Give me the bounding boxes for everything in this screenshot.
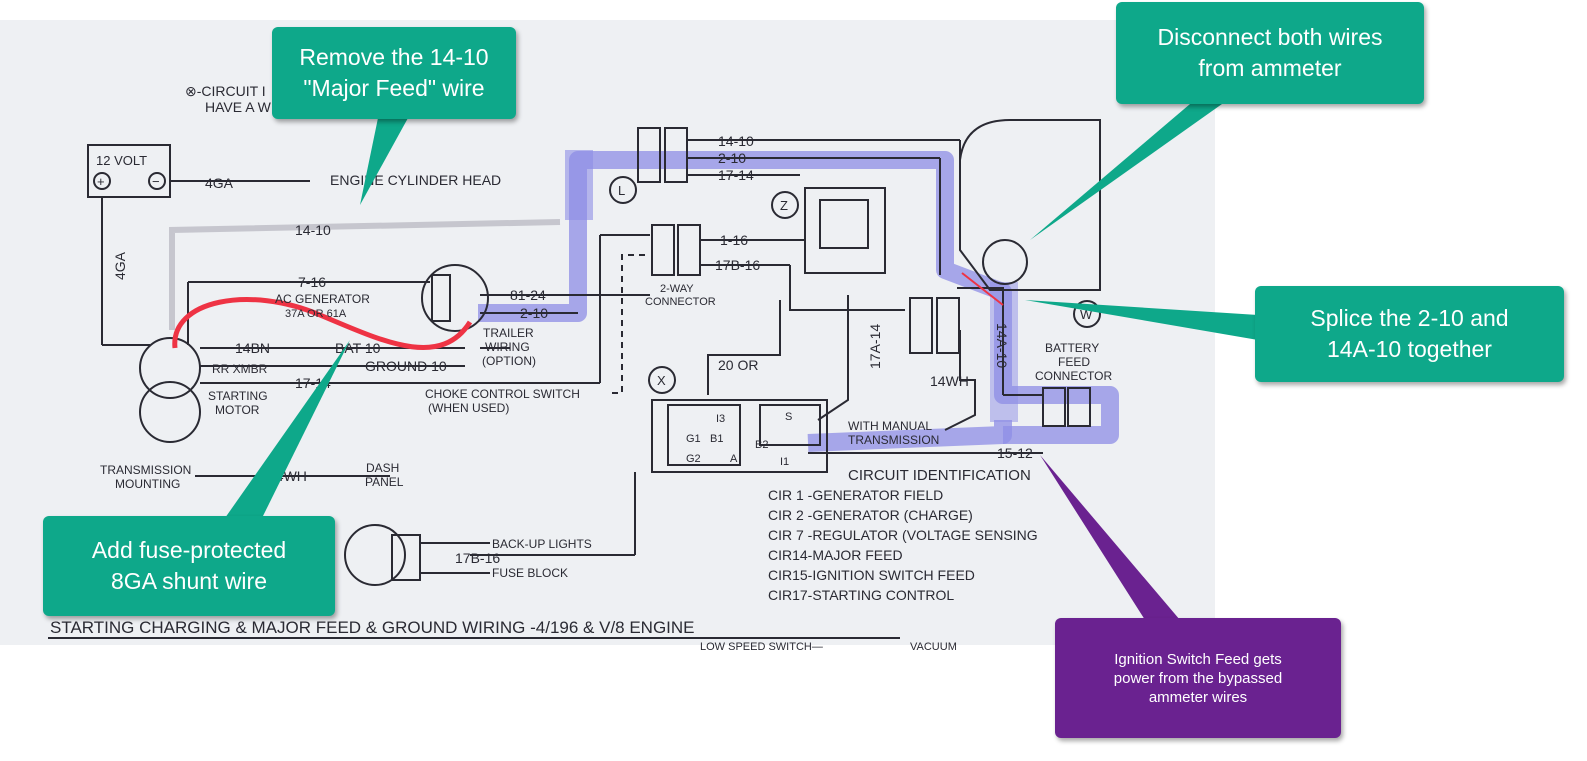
ac-generator-label-2: 37A OR 61A xyxy=(285,308,347,320)
battery-feed-label-1: BATTERY xyxy=(1045,341,1099,355)
wire-4ga-top: 4GA xyxy=(205,175,234,191)
relay-z xyxy=(804,187,886,274)
bottom-text: LOW SPEED SWITCH— xyxy=(700,641,823,653)
regulator-g1: G1 xyxy=(686,433,701,445)
splice-mark xyxy=(961,272,1004,306)
wire-20-or: 20 OR xyxy=(718,357,758,373)
pointer-splice xyxy=(1025,300,1258,340)
battery-label: 12 VOLT xyxy=(96,153,147,168)
wire-7-16: 7-16 xyxy=(298,274,326,290)
wire-ground: GROUND 10 xyxy=(365,358,447,374)
pointer-disconnect xyxy=(1030,104,1222,240)
ammeter xyxy=(982,239,1028,285)
ac-generator xyxy=(421,264,489,332)
circuit-ident-item: CIR14-MAJOR FEED xyxy=(768,547,903,563)
trailer-label-2: WIRING xyxy=(485,340,530,354)
transmission-label-2: MOUNTING xyxy=(115,477,180,491)
bottom-text-2: VACUUM xyxy=(910,641,957,653)
backup-switch xyxy=(344,524,406,586)
pointer-add-fuse xyxy=(225,340,350,518)
wire-17-14-top: 17-14 xyxy=(718,167,754,183)
wire-bat: BAT 10 xyxy=(335,340,381,356)
top-note-1: ⊗-CIRCUIT I xyxy=(185,83,266,99)
circuit-ident-item: CIR17-STARTING CONTROL xyxy=(768,587,954,603)
regulator-b1-left: B1 xyxy=(710,433,723,445)
battery-feed-label-2: FEED xyxy=(1058,355,1090,369)
callout-remove-wire: Remove the 14-10 "Major Feed" wire xyxy=(272,27,516,119)
callout-pointers xyxy=(225,104,1258,620)
circle-x-label: X xyxy=(657,373,666,388)
regulator-g2: G2 xyxy=(686,453,701,465)
callout-splice: Splice the 2-10 and 14A-10 together xyxy=(1255,286,1564,382)
wire-14-10-top: 14-10 xyxy=(718,133,754,149)
trailer-label-1: TRAILER xyxy=(483,326,534,340)
dash-panel-label-1: DASH xyxy=(366,461,399,475)
shunt-wire xyxy=(172,297,473,350)
regulator-i3: I3 xyxy=(716,413,725,425)
starting-motor-label-1: STARTING xyxy=(208,389,268,403)
top-note-2: HAVE A W xyxy=(205,99,272,115)
two-way-label-1: 2-WAY xyxy=(660,283,694,295)
circle-l-label: L xyxy=(618,183,625,198)
battery-box xyxy=(87,144,171,198)
circle-z-label: Z xyxy=(780,198,788,213)
wire-14wh-b: 14WH xyxy=(930,373,969,389)
wire-14-10-blurred: 14-10 xyxy=(295,222,331,238)
starting-motor xyxy=(139,337,201,399)
manual-trans-label-1: WITH MANUAL xyxy=(848,419,932,433)
battery-plus: + xyxy=(97,174,105,189)
wire-rr-xmbr: RR XMBR xyxy=(212,362,268,376)
ac-generator-label-1: AC GENERATOR xyxy=(275,292,370,306)
wire-1-16: 1-16 xyxy=(720,232,748,248)
regulator-a: A xyxy=(730,453,738,465)
wire-17b-16: 17B-16 xyxy=(715,257,760,273)
pointer-remove xyxy=(360,118,408,205)
highlight-box-connector xyxy=(565,150,593,220)
dash-panel-label-2: PANEL xyxy=(365,475,404,489)
wire-81-24: 81-24 xyxy=(510,287,546,303)
wire-15-12: 15-12 xyxy=(997,445,1033,461)
callout-ignition-feed: Ignition Switch Feed gets power from the… xyxy=(1055,618,1341,738)
circuit-ident-item: CIR 1 -GENERATOR FIELD xyxy=(768,487,943,503)
wire-2-10-left: 2-10 xyxy=(520,305,548,321)
diagram-title: STARTING CHARGING & MAJOR FEED & GROUND … xyxy=(50,618,695,637)
regulator-x xyxy=(651,399,828,473)
circuit-ident-item: CIR 2 -GENERATOR (CHARGE) xyxy=(768,507,973,523)
circuit-ident-item: CIR 7 -REGULATOR (VOLTAGE SENSING xyxy=(768,527,1038,543)
circuit-ident-heading: CIRCUIT IDENTIFICATION xyxy=(848,467,1031,484)
callout-disconnect-ammeter: Disconnect both wires from ammeter xyxy=(1116,2,1424,104)
callout-add-fuse: Add fuse-protected 8GA shunt wire xyxy=(43,516,335,616)
wire-4ga-side: 4GA xyxy=(112,251,128,280)
choke-label-2: (WHEN USED) xyxy=(428,401,509,415)
pointer-ignition xyxy=(1040,455,1180,620)
two-way-label-2: CONNECTOR xyxy=(645,296,716,308)
circuit-ident-item: CIR15-IGNITION SWITCH FEED xyxy=(768,567,975,583)
manual-trans-label-2: TRANSMISSION xyxy=(848,433,939,447)
wire-17a-14: 17A-14 xyxy=(867,324,883,369)
choke-label-1: CHOKE CONTROL SWITCH xyxy=(425,387,580,401)
battery-minus: − xyxy=(152,174,160,189)
wire-17b-16-bottom: 17B-16 xyxy=(455,550,500,566)
wire-14bn: 14BN xyxy=(235,340,270,356)
battery-feed-label-3: CONNECTOR xyxy=(1035,369,1112,383)
fuse-block-label: FUSE BLOCK xyxy=(492,566,568,580)
trailer-label-3: (OPTION) xyxy=(482,354,536,368)
wire-14a-10: 14A-10 xyxy=(994,323,1010,368)
regulator-s: S xyxy=(785,411,792,423)
circle-markers xyxy=(609,176,1101,394)
ammeter-housing xyxy=(959,119,1101,291)
transmission-label-1: TRANSMISSION xyxy=(100,463,191,477)
wire-2-10-top: 2-10 xyxy=(718,150,746,166)
engine-head-label: ENGINE CYLINDER HEAD xyxy=(330,172,501,188)
starting-motor-label-2: MOTOR xyxy=(215,403,260,417)
backup-lights-label: BACK-UP LIGHTS xyxy=(492,537,592,551)
regulator-i1: I1 xyxy=(780,456,789,468)
regulator-b2: B2 xyxy=(755,439,768,451)
